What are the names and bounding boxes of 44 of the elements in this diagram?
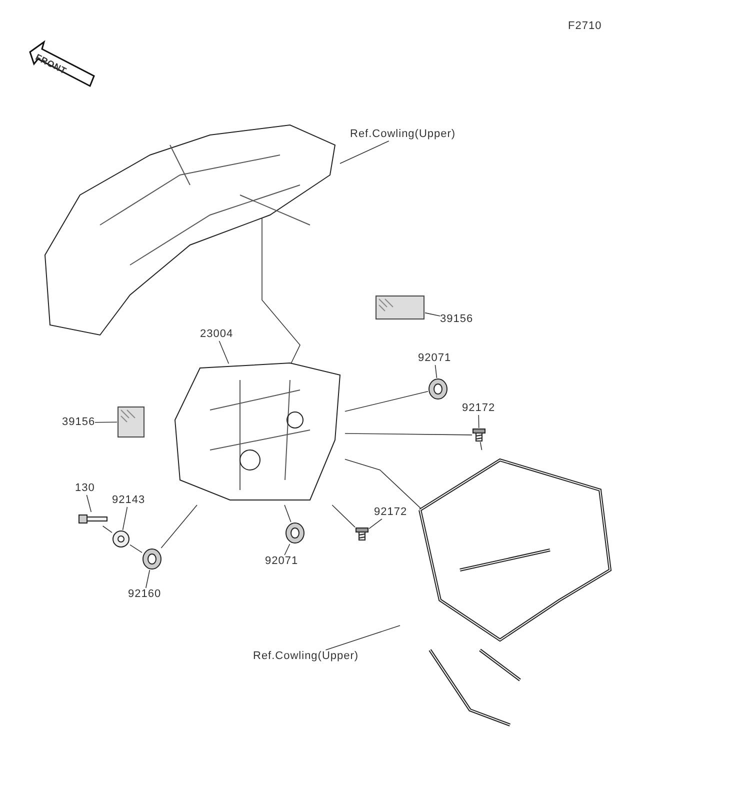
- pad-drawing: [117, 406, 145, 438]
- grommet-drawing: [428, 378, 448, 400]
- collar-drawing: [112, 530, 130, 548]
- part-label: 92160: [128, 588, 162, 601]
- assembly-line: [344, 433, 472, 436]
- part-label: 39156: [62, 416, 96, 429]
- leader-line: [94, 422, 118, 423]
- part-label: 23004: [200, 328, 234, 341]
- assembly-line: [160, 504, 198, 548]
- screw-drawing: [472, 428, 486, 442]
- leader-line: [368, 518, 382, 530]
- part-label: 92172: [374, 506, 408, 519]
- part-label: 39156: [440, 313, 474, 326]
- grommet-drawing: [142, 548, 162, 570]
- screw-drawing: [355, 527, 369, 541]
- leader-line: [424, 312, 440, 316]
- leader-line: [478, 414, 480, 428]
- assembly-line: [130, 544, 142, 553]
- part-label: Ref.Cowling(Upper): [350, 128, 456, 141]
- part-label: 92071: [418, 352, 452, 365]
- leader-line: [284, 544, 290, 556]
- assembly-line: [480, 442, 482, 450]
- bolt-drawing: [78, 512, 108, 526]
- assembly-line: [344, 391, 428, 412]
- part-label: 130: [75, 482, 95, 495]
- leader-line: [145, 570, 150, 588]
- leader-line: [218, 340, 230, 364]
- part-label: Ref.Cowling(Upper): [253, 650, 359, 663]
- leader-line: [86, 494, 92, 512]
- pad-drawing: [375, 295, 425, 320]
- assembly-line: [344, 458, 421, 508]
- part-label: 92071: [265, 555, 298, 568]
- figure-code: F2710: [568, 20, 602, 33]
- grommet-drawing: [285, 522, 305, 544]
- leader-line: [340, 140, 390, 164]
- assembly-line: [332, 504, 356, 528]
- leader-line: [434, 364, 438, 378]
- leader-line: [122, 506, 128, 530]
- assembly-line: [284, 504, 292, 522]
- assembly-line: [262, 218, 300, 364]
- leader-line: [325, 625, 400, 650]
- part-label: 92172: [462, 402, 496, 415]
- assembly-line: [102, 526, 112, 533]
- part-label: 92143: [112, 494, 146, 507]
